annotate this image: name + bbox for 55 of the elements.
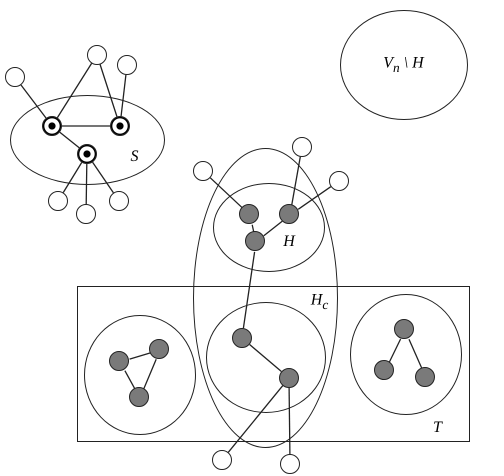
set-label: T	[433, 420, 442, 436]
edge-line	[99, 64, 118, 117]
marked-vertex	[42, 116, 62, 136]
set-label: H$_{c}$	[310, 292, 328, 311]
filled-vertex	[245, 231, 265, 251]
filled-vertex	[109, 351, 129, 371]
filled-vertex	[279, 204, 299, 224]
edge-line	[20, 84, 47, 118]
empty-vertex	[292, 137, 312, 157]
empty-vertex	[212, 450, 232, 470]
edge-line	[62, 125, 110, 127]
edge-line	[86, 164, 88, 204]
empty-vertex	[76, 204, 96, 224]
edge-line	[288, 388, 291, 454]
edge-line	[129, 352, 151, 360]
set-label: V$_{n}$ \ H	[383, 55, 424, 74]
edge-line	[62, 162, 82, 193]
edge-line	[263, 220, 283, 236]
set-label: S	[130, 148, 138, 164]
edge-line	[56, 63, 92, 118]
edge-line	[210, 177, 244, 209]
edge-line	[298, 186, 332, 210]
set-ellipse	[10, 95, 165, 185]
empty-vertex	[117, 55, 137, 75]
edge-line	[242, 252, 256, 328]
filled-vertex	[239, 204, 259, 224]
empty-vertex	[109, 191, 129, 211]
edge-line	[92, 162, 114, 194]
filled-vertex	[149, 339, 169, 359]
filled-vertex	[374, 360, 394, 380]
component-circle	[350, 294, 462, 414]
filled-vertex	[278, 368, 298, 388]
edge-line	[388, 338, 402, 362]
component-circle	[84, 314, 196, 434]
marked-vertex	[110, 116, 130, 136]
marked-vertex	[76, 144, 96, 164]
empty-vertex	[87, 45, 107, 65]
empty-vertex	[5, 67, 25, 87]
empty-vertex	[48, 191, 68, 211]
edge-line	[249, 344, 282, 372]
edge-line	[124, 370, 136, 390]
edge-line	[291, 156, 301, 206]
edge-line	[143, 358, 157, 390]
filled-vertex	[415, 367, 435, 387]
set-label: H	[283, 234, 295, 250]
empty-vertex	[329, 171, 349, 191]
empty-vertex	[280, 454, 300, 474]
filled-vertex	[232, 328, 252, 348]
filled-vertex	[129, 387, 149, 407]
set-ellipse	[212, 182, 324, 272]
edge-line	[59, 132, 80, 148]
filled-vertex	[394, 319, 414, 339]
edge-line	[120, 74, 127, 116]
set-ellipse	[340, 10, 468, 120]
edge-line	[408, 338, 423, 370]
